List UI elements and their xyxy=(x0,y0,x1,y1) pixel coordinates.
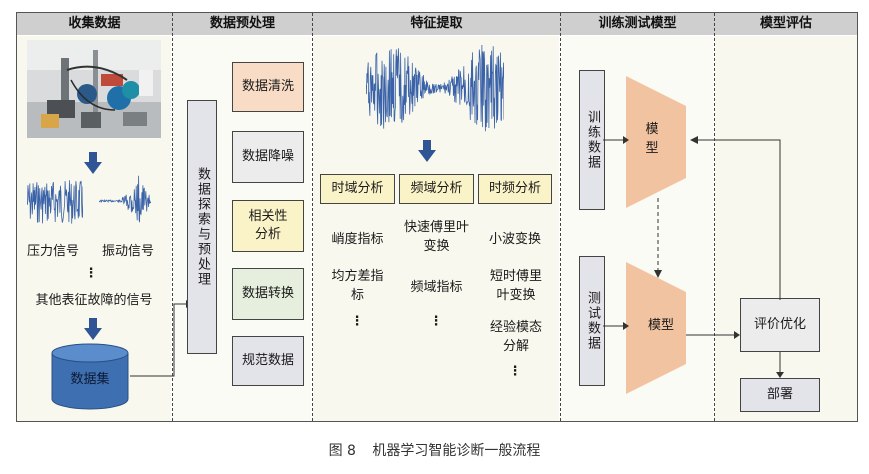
figure-title: 机器学习智能诊断一般流程 xyxy=(372,443,541,459)
other-signals-label: 其他表征故障的信号 xyxy=(35,293,153,308)
feature-item: 峭度指标 xyxy=(331,232,384,247)
ellipsis: ⋮ xyxy=(84,266,98,281)
feedback-arrow xyxy=(686,130,790,306)
column-evaluate-bg xyxy=(715,36,857,421)
model-shape xyxy=(620,256,692,400)
model-shape xyxy=(620,70,692,214)
step-label: 数据转换 xyxy=(241,286,294,301)
step-box: 数据降噪 xyxy=(232,131,304,183)
feature-item: ⋮ xyxy=(350,314,364,329)
step-box: 数据转换 xyxy=(232,268,304,320)
diagram-frame xyxy=(16,12,858,422)
model-dashed-arrow xyxy=(653,198,663,282)
data-explore-box: 数据探索与预处理 xyxy=(187,100,217,354)
train-data-label: 训练数据 xyxy=(585,110,600,170)
step-box: 规范数据 xyxy=(232,336,304,386)
data-explore-label: 数据探索与预处理 xyxy=(195,167,210,287)
down-arrow-icon xyxy=(418,140,436,166)
column-divider xyxy=(560,13,561,421)
step-label: 数据清洗 xyxy=(241,79,294,94)
test-data-label: 测试数据 xyxy=(585,291,600,351)
feature-item: 均方差指标 xyxy=(331,269,384,303)
deploy-label: 部署 xyxy=(766,387,793,402)
freq-domain-box: 频域分析 xyxy=(399,174,474,204)
model-label: 模型 xyxy=(648,318,675,333)
header-bar xyxy=(17,13,857,35)
evaluate-to-deploy-arrow xyxy=(775,352,785,382)
down-arrow-icon xyxy=(84,318,102,344)
vibration-signal-label: 振动信号 xyxy=(101,244,154,259)
timefreq-domain-box: 时频分析 xyxy=(478,174,552,204)
feature-item: ⋮ xyxy=(429,314,443,329)
evaluate-label: 评价优化 xyxy=(753,317,806,332)
column-divider xyxy=(172,13,173,421)
dataset-cylinder xyxy=(50,343,130,411)
feature-item: 小波变换 xyxy=(488,232,541,247)
freq-domain-title: 频域分析 xyxy=(410,181,463,196)
timefreq-domain-title: 时频分析 xyxy=(488,181,541,196)
time-domain-box: 时域分析 xyxy=(320,174,395,204)
step-label: 相关性分析 xyxy=(248,209,288,242)
step-label: 数据降噪 xyxy=(241,149,294,164)
header-features: 特征提取 xyxy=(410,16,463,31)
pressure-waveform-icon xyxy=(26,177,84,227)
vibration-waveform-icon xyxy=(98,175,152,227)
test-data-box: 测试数据 xyxy=(579,256,605,386)
model-to-evaluate-arrow xyxy=(686,325,742,344)
signal-waveform-icon xyxy=(365,40,505,136)
dataset-label: 数据集 xyxy=(70,372,110,387)
column-divider xyxy=(714,13,715,421)
figure-caption: 图 8 机器学习智能诊断一般流程 xyxy=(0,440,869,460)
header-preprocess: 数据预处理 xyxy=(209,16,275,31)
column-divider xyxy=(312,13,313,421)
pressure-signal-label: 压力信号 xyxy=(26,244,79,259)
down-arrow-icon xyxy=(84,152,102,178)
feature-item: 短时傅里叶变换 xyxy=(489,269,542,303)
evaluate-box: 评价优化 xyxy=(740,298,820,352)
feature-item: 经验模态分解 xyxy=(489,320,542,354)
feature-item: ⋮ xyxy=(508,364,522,379)
deploy-box: 部署 xyxy=(740,378,820,412)
step-box: 数据清洗 xyxy=(232,62,304,112)
header-evaluate: 模型评估 xyxy=(759,16,812,31)
header-collect: 收集数据 xyxy=(68,16,121,31)
step-box: 相关性分析 xyxy=(232,200,304,252)
train-to-model-arrow xyxy=(603,130,629,149)
test-to-model-arrow xyxy=(603,316,629,335)
feature-item: 频域指标 xyxy=(410,280,463,295)
column-features-bg xyxy=(313,36,559,421)
time-domain-title: 时域分析 xyxy=(331,181,384,196)
test-rig-photo xyxy=(27,40,161,138)
feature-item: 快速傅里叶变换 xyxy=(404,220,470,254)
train-data-box: 训练数据 xyxy=(579,70,605,210)
figure-number: 图 8 xyxy=(328,443,356,459)
step-label: 规范数据 xyxy=(241,353,294,368)
model-label: 模型 xyxy=(645,122,659,156)
header-train: 训练测试模型 xyxy=(598,16,677,31)
